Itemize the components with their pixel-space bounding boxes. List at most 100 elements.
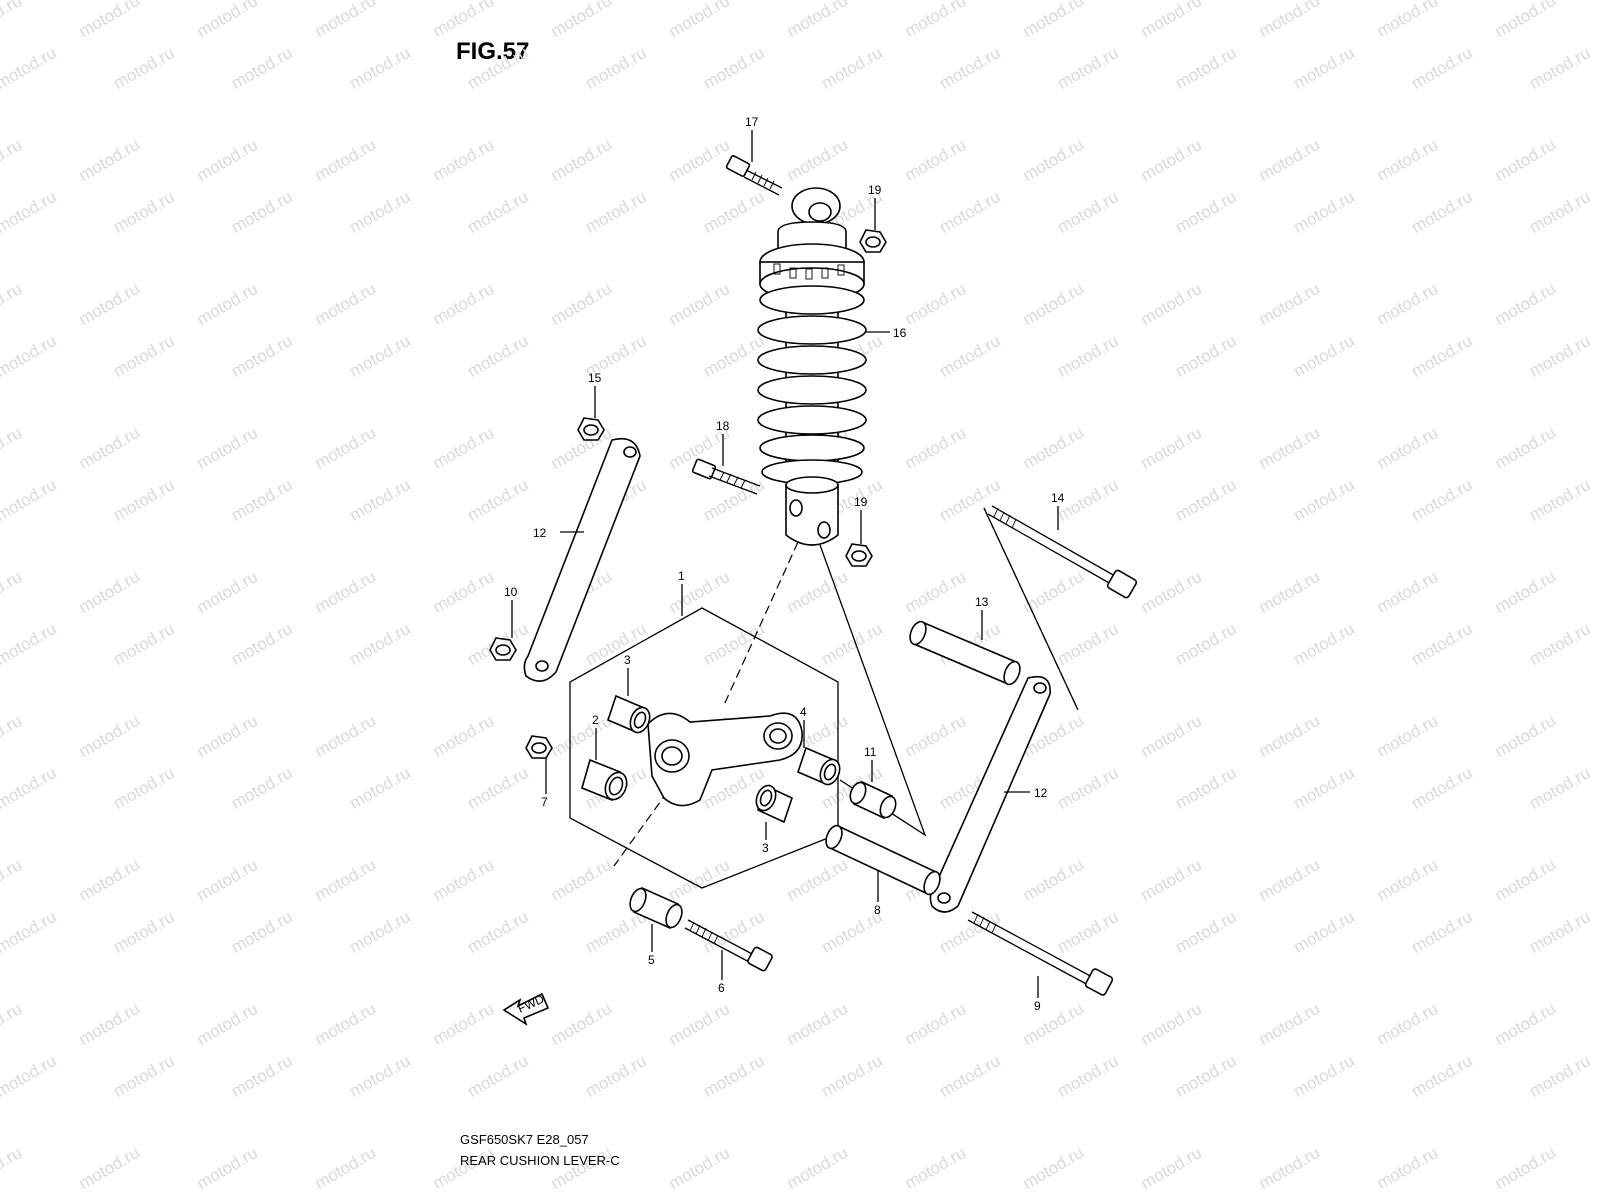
watermark-text: motod.ru bbox=[818, 1195, 886, 1200]
callout-12-right: 12 bbox=[1034, 786, 1048, 800]
watermark-text: motod.ru bbox=[1526, 907, 1594, 957]
watermark-text: motod.ru bbox=[346, 331, 414, 381]
watermark-text: motod.ru bbox=[1526, 187, 1594, 237]
watermark-text: motod.ru bbox=[1020, 1143, 1088, 1193]
watermark-text: motod.ru bbox=[784, 999, 852, 1049]
watermark-text: motod.ru bbox=[194, 0, 262, 41]
watermark-text: motod.ru bbox=[228, 1051, 296, 1101]
watermark-text: motod.ru bbox=[1256, 999, 1324, 1049]
watermark-text: motod.ru bbox=[700, 43, 768, 93]
watermark-text: motod.ru bbox=[1290, 475, 1358, 525]
watermark-text: motod.ru bbox=[1526, 331, 1594, 381]
watermark-text: motod.ru bbox=[1138, 567, 1206, 617]
watermark-text: motod.ru bbox=[1290, 619, 1358, 669]
callout-9: 9 bbox=[1034, 999, 1041, 1013]
watermark-text: motod.ru bbox=[666, 135, 734, 185]
callout-7: 7 bbox=[541, 795, 548, 809]
watermark-text: motod.ru bbox=[430, 567, 498, 617]
watermark-text: motod.ru bbox=[228, 187, 296, 237]
watermark-text: motod.ru bbox=[464, 763, 532, 813]
callout-11: 11 bbox=[864, 745, 877, 759]
watermark-text: motod.ru bbox=[464, 475, 532, 525]
watermark-text: motod.ru bbox=[1138, 1143, 1206, 1193]
watermark-text: motod.ru bbox=[194, 423, 262, 473]
watermark-text: motod.ru bbox=[700, 1195, 768, 1200]
bearing-2 bbox=[581, 758, 628, 802]
watermark-text: motod.ru bbox=[430, 999, 498, 1049]
watermark-text: motod.ru bbox=[1054, 43, 1122, 93]
watermark-text: motod.ru bbox=[346, 187, 414, 237]
collar-5 bbox=[629, 886, 683, 930]
callout-6: 6 bbox=[718, 981, 725, 995]
watermark-text: motod.ru bbox=[700, 619, 768, 669]
watermark-text: motod.ru bbox=[194, 279, 262, 329]
watermark-text: motod.ru bbox=[228, 43, 296, 93]
watermark-text: motod.ru bbox=[0, 0, 25, 41]
watermark-text: motod.ru bbox=[666, 0, 734, 41]
callout-5: 5 bbox=[648, 953, 655, 967]
leader-lines bbox=[511, 130, 1059, 998]
watermark-text: motod.ru bbox=[0, 279, 25, 329]
watermark-text: motod.ru bbox=[1526, 43, 1594, 93]
watermark-text: motod.ru bbox=[1526, 1195, 1594, 1200]
watermark-text: motod.ru bbox=[1054, 331, 1122, 381]
watermark-text: motod.ru bbox=[0, 1195, 60, 1200]
watermark-text: motod.ru bbox=[936, 187, 1004, 237]
watermark-text: motod.ru bbox=[1408, 331, 1476, 381]
watermark-text: motod.ru bbox=[784, 135, 852, 185]
watermark-text: motod.ru bbox=[666, 1143, 734, 1193]
rod-12-left bbox=[523, 437, 641, 682]
watermark-text: motod.ru bbox=[1138, 999, 1206, 1049]
watermark-text: motod.ru bbox=[0, 43, 60, 93]
watermark-text: motod.ru bbox=[312, 423, 380, 473]
bearing-3-bottom bbox=[755, 784, 793, 824]
watermark-text: motod.ru bbox=[582, 187, 650, 237]
watermark-text: motod.ru bbox=[194, 855, 262, 905]
watermark-text: motod.ru bbox=[784, 0, 852, 41]
watermark-text: motod.ru bbox=[902, 567, 970, 617]
watermark-text: motod.ru bbox=[818, 619, 886, 669]
watermark-text: motod.ru bbox=[1374, 855, 1442, 905]
callout-12-left: 12 bbox=[533, 526, 547, 540]
watermark-text: motod.ru bbox=[312, 1143, 380, 1193]
watermark-text: motod.ru bbox=[312, 711, 380, 761]
watermark-text: motod.ru bbox=[936, 907, 1004, 957]
watermark-text: motod.ru bbox=[1374, 1143, 1442, 1193]
watermark-text: motod.ru bbox=[76, 279, 144, 329]
watermark-text: motod.ru bbox=[1020, 0, 1088, 41]
bolt-9 bbox=[967, 911, 1114, 996]
watermark-text: motod.ru bbox=[0, 855, 25, 905]
watermark-text: motod.ru bbox=[1138, 711, 1206, 761]
watermark-text: motod.ru bbox=[936, 43, 1004, 93]
callout-2: 2 bbox=[592, 713, 599, 727]
watermark-text: motod.ru bbox=[902, 279, 970, 329]
watermark-text: motod.ru bbox=[464, 187, 532, 237]
sleeve-11 bbox=[849, 780, 897, 820]
watermark-text: motod.ru bbox=[194, 135, 262, 185]
watermark-text: motod.ru bbox=[194, 567, 262, 617]
watermark-text: motod.ru bbox=[548, 279, 616, 329]
watermark-text: motod.ru bbox=[110, 475, 178, 525]
watermark-text: motod.ru bbox=[1492, 855, 1560, 905]
watermark-text: motod.ru bbox=[1138, 423, 1206, 473]
watermark-text: motod.ru bbox=[346, 1195, 414, 1200]
watermark-text: motod.ru bbox=[110, 1051, 178, 1101]
watermark-text: motod.ru bbox=[1408, 907, 1476, 957]
watermark-text: motod.ru bbox=[194, 999, 262, 1049]
watermark-text: motod.ru bbox=[464, 331, 532, 381]
watermark-text: motod.ru bbox=[1526, 763, 1594, 813]
watermark-text: motod.ru bbox=[548, 0, 616, 41]
watermark-text: motod.ru bbox=[1138, 135, 1206, 185]
watermark-text: motod.ru bbox=[464, 907, 532, 957]
bolt-6 bbox=[684, 919, 773, 972]
watermark-text: motod.ru bbox=[818, 43, 886, 93]
watermark-text: motod.ru bbox=[1374, 0, 1442, 41]
callout-17: 17 bbox=[745, 115, 759, 129]
watermark-text: motod.ru bbox=[1408, 1051, 1476, 1101]
watermark-text: motod.ru bbox=[430, 0, 498, 41]
watermark-text: motod.ru bbox=[1526, 475, 1594, 525]
shock-absorber-16 bbox=[757, 187, 867, 546]
watermark-text: motod.ru bbox=[582, 1195, 650, 1200]
watermark-text: motod.ru bbox=[464, 1195, 532, 1200]
watermark-text: motod.ru bbox=[1256, 279, 1324, 329]
